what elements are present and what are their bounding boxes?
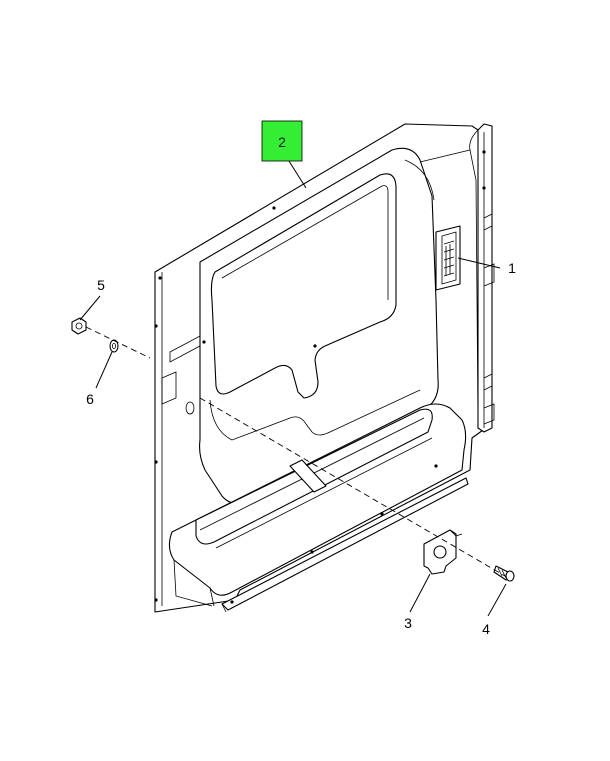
- callout-label-2[interactable]: 2: [278, 134, 286, 150]
- callout-label-5[interactable]: 5: [97, 277, 105, 293]
- callout-label-6[interactable]: 6: [86, 391, 94, 407]
- nut: [71, 317, 87, 335]
- callout-label-4[interactable]: 4: [482, 621, 490, 637]
- door-trim-panel: [154, 123, 495, 613]
- callout-label-1[interactable]: 1: [508, 260, 516, 276]
- assembly-centerlines: [85, 326, 506, 577]
- callout-label-3[interactable]: 3: [404, 615, 412, 631]
- mounting-bracket: [423, 529, 463, 575]
- leader-lines: [79, 149, 507, 617]
- screw: [493, 565, 515, 582]
- callout-2-highlight[interactable]: [261, 120, 303, 162]
- washer: [109, 339, 119, 353]
- switch-bezel: [435, 225, 461, 291]
